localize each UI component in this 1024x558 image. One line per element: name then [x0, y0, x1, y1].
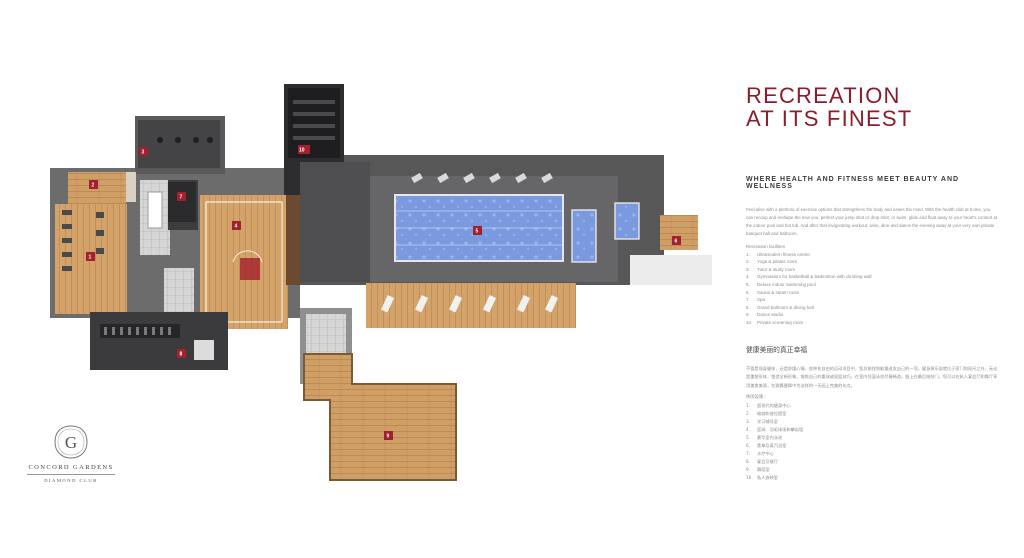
text-panel: RECREATION AT ITS FINEST WHERE HEALTH AN…: [746, 84, 1008, 482]
room-marker-4: 4: [232, 221, 241, 230]
headline: RECREATION AT ITS FINEST: [746, 84, 1008, 130]
facilities-title-en: Recreation facilities: [746, 243, 786, 249]
intro-en: Feel alive with a plethora of exercise o…: [746, 207, 998, 236]
list-item: 9.Dance studio: [746, 312, 784, 318]
list-item: 1.超现代的健身中心: [746, 403, 791, 409]
list-item: 2.瑜伽和普拉提室: [746, 411, 787, 417]
list-item: 8.Grand ballroom & dining hall: [746, 304, 814, 310]
list-item: 1.Ultramodern fitness centre: [746, 251, 810, 257]
logo-subtitle: DIAMOND CLUB: [44, 478, 98, 483]
room-marker-2: 2: [89, 180, 98, 189]
room-marker-8: 8: [177, 349, 186, 358]
floor-plan-illustration: 1 2 3 4 5 6 7 8 9 10: [50, 84, 712, 481]
svg-text:6: 6: [675, 239, 678, 245]
svg-text:5: 5: [476, 229, 479, 235]
room-gymnasium: [200, 195, 300, 329]
room-spa: [168, 182, 196, 222]
title-zh: 健康美丽的真正幸福: [746, 345, 808, 354]
room-marker-1: 1: [86, 252, 95, 261]
room-marker-3: 3: [139, 147, 148, 156]
room-swimming-pool: [370, 172, 640, 282]
facilities-list-en: 1.Ultramodern fitness centre 2.Yoga & pi…: [746, 251, 1008, 327]
list-item: 7.Spa: [746, 297, 766, 303]
room-marker-6: 6: [672, 236, 681, 245]
facilities-list-zh: 1.超现代的健身中心 2.瑜伽和普拉提室 3.学习辅导室 4.篮球、羽毛球场和攀…: [746, 402, 1008, 482]
headline-line-1: RECREATION: [746, 83, 901, 108]
logo-name: CONCORD GARDENS: [28, 464, 114, 471]
crest-icon: G: [54, 425, 88, 459]
list-item: 9.舞蹈室: [746, 467, 770, 473]
list-item: 8.宴会及餐厅: [746, 459, 778, 465]
facilities-title-zh: 休闲设施：: [746, 395, 768, 401]
room-study: [138, 120, 220, 168]
room-yoga: [68, 172, 136, 204]
room-dance-studio: [300, 308, 457, 481]
intro-zh: 不管是强身健体，还是舒缓心情，各种各自由的运动项目中，您总能找到能量迸发自己的一…: [746, 365, 998, 388]
svg-text:2: 2: [92, 183, 95, 189]
list-item: 2.Yoga & pilates room: [746, 259, 798, 265]
svg-text:1: 1: [89, 255, 92, 261]
svg-text:8: 8: [180, 352, 183, 358]
logo-divider: [27, 474, 115, 475]
list-item: 10.Private screening room: [746, 319, 804, 325]
list-item: 6.Sauna & steam room: [746, 289, 800, 295]
svg-text:4: 4: [235, 224, 238, 230]
room-ballroom: [90, 312, 228, 370]
svg-text:3: 3: [142, 150, 145, 156]
svg-text:10: 10: [299, 148, 305, 154]
list-item: 5.豪华室内泳池: [746, 435, 783, 441]
list-item: 3.Tutor & study room: [746, 266, 796, 272]
room-markers: 1 2 3 4 5 6 7 8 9 10: [86, 145, 681, 440]
list-item: 4.篮球、羽毛球场和攀岩墙: [746, 427, 804, 433]
list-item: 4.Gymnasium for basketball & badminton w…: [746, 274, 872, 280]
svg-text:7: 7: [180, 195, 183, 201]
list-item: 6.桑拿及蒸汽浴室: [746, 443, 787, 449]
list-item: 5.Deluxe indoor swimming pool: [746, 282, 816, 287]
list-item: 7.水疗中心: [746, 451, 774, 457]
svg-text:G: G: [65, 433, 77, 452]
room-marker-7: 7: [177, 192, 186, 201]
headline-line-2: AT ITS FINEST: [746, 106, 913, 131]
list-item: 3.学习辅导室: [746, 419, 778, 425]
subheading: WHERE HEALTH AND FITNESS MEET BEAUTY AND…: [746, 176, 960, 190]
outdoor-deck: [366, 283, 576, 328]
room-screening: [288, 88, 340, 158]
list-item: 10.私人放映室: [746, 475, 778, 481]
concord-gardens-logo: G CONCORD GARDENS DIAMOND CLUB: [24, 424, 118, 496]
room-marker-5: 5: [473, 226, 482, 235]
svg-text:9: 9: [387, 434, 390, 440]
room-marker-9: 9: [384, 431, 393, 440]
room-marker-10: 10: [298, 145, 310, 154]
